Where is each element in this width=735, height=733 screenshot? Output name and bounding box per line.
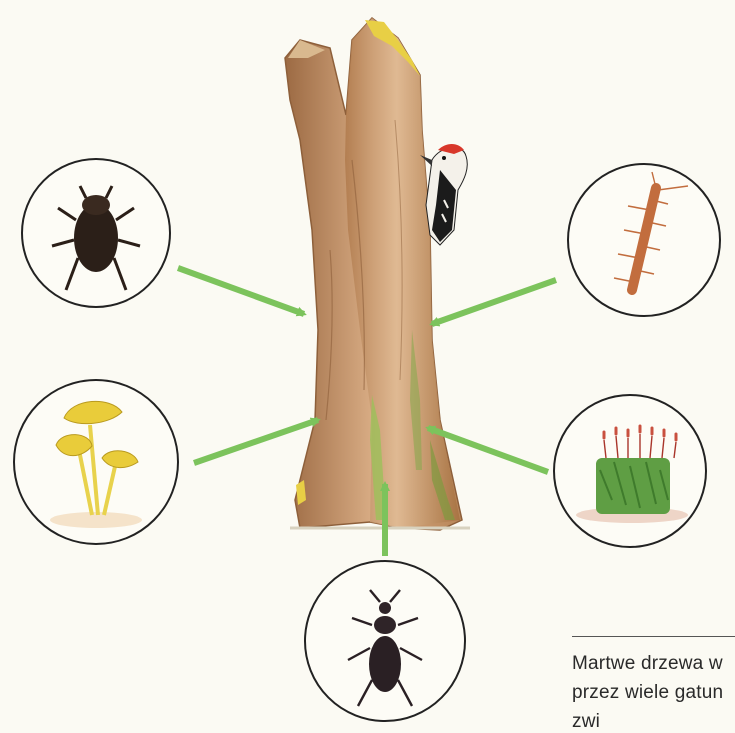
caption-text-block: Martwe drzewa w przez wiele gatun zwi: [572, 636, 735, 733]
organism-circle-moss: [554, 395, 706, 547]
organism-circle-ground-beetle: [305, 561, 465, 721]
arrow-bark-beetle: [178, 268, 304, 314]
arrow-fungi: [194, 420, 318, 463]
caption-line-3: zwi: [572, 707, 735, 733]
arrow-centipede: [432, 280, 556, 324]
organism-circle-bark-beetle: [22, 159, 170, 307]
organism-circle-fungi: [14, 380, 178, 544]
caption-line-1: Martwe drzewa w: [572, 649, 735, 678]
caption-line-2: przez wiele gatun: [572, 678, 735, 707]
organism-circle-centipede: [568, 164, 720, 316]
dead-tree-trunk: [285, 18, 470, 530]
